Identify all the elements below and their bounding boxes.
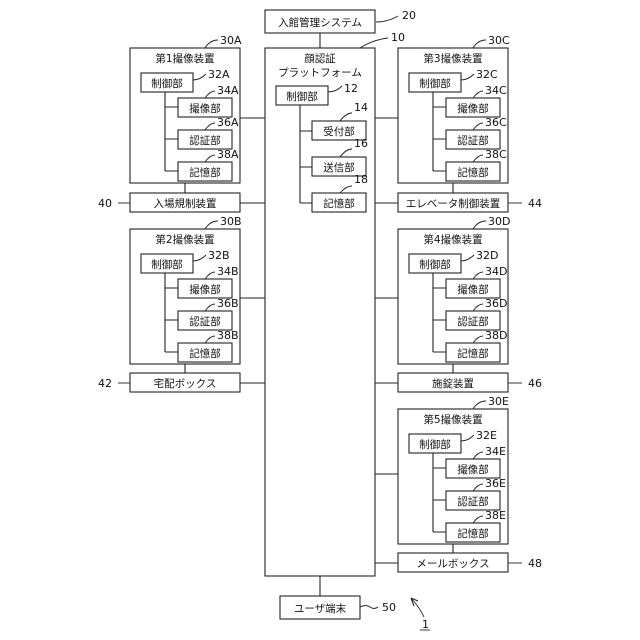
platform-receive-unit-ref: 14 bbox=[354, 101, 368, 114]
elevator-control-device-ref: 44 bbox=[528, 197, 542, 210]
camera-e-ref: 30E bbox=[488, 395, 509, 408]
camera-c-imaging-ref: 34C bbox=[485, 84, 507, 97]
platform-title-line2: プラットフォーム bbox=[278, 67, 362, 79]
camera-d: 第4撮像装置 30D 制御部 32D 撮像部 34D 認証部 36D 記憶部 3… bbox=[398, 215, 510, 364]
camera-d-control-label: 制御部 bbox=[419, 258, 451, 271]
camera-a-auth-ref: 36A bbox=[217, 116, 239, 129]
camera-e-imaging-ref: 34E bbox=[485, 445, 506, 458]
lock-device-label: 施錠装置 bbox=[432, 377, 474, 390]
camera-c-storage-ref: 38C bbox=[485, 148, 507, 161]
camera-a-control-ref: 32A bbox=[208, 68, 230, 81]
camera-e-storage-ref: 38E bbox=[485, 509, 506, 522]
system-ref: 20 bbox=[402, 9, 416, 22]
camera-e-control-label: 制御部 bbox=[419, 438, 451, 451]
camera-a-control-label: 制御部 bbox=[151, 77, 183, 90]
camera-b-ref-leader bbox=[205, 221, 218, 229]
camera-b-control-label: 制御部 bbox=[151, 258, 183, 271]
platform-storage-unit-ref: 18 bbox=[354, 173, 368, 186]
camera-e-title: 第5撮像装置 bbox=[423, 413, 482, 426]
camera-a-imaging-ref: 34A bbox=[217, 84, 239, 97]
mailbox-device-label: メールボックス bbox=[416, 558, 489, 570]
camera-c-auth-label: 認証部 bbox=[457, 134, 489, 147]
camera-b-control-ref: 32B bbox=[208, 249, 230, 262]
elevator-control-device-label: エレベータ制御装置 bbox=[406, 197, 501, 210]
camera-b-auth-label: 認証部 bbox=[189, 315, 221, 328]
camera-d-storage-ref: 38D bbox=[485, 329, 507, 342]
camera-e-storage-label: 記憶部 bbox=[457, 527, 489, 540]
platform-send-unit-label: 送信部 bbox=[323, 161, 355, 174]
entry-control-device-ref: 40 bbox=[98, 197, 112, 210]
camera-b-auth-ref: 36B bbox=[217, 297, 239, 310]
camera-c: 第3撮像装置 30C 制御部 32C 撮像部 34C 認証部 36C 記憶部 3… bbox=[398, 34, 510, 183]
camera-b-imaging-ref: 34B bbox=[217, 265, 239, 278]
user-terminal-ref: 50 bbox=[382, 601, 396, 614]
camera-d-imaging-ref: 34D bbox=[485, 265, 507, 278]
figure-ref: 1 bbox=[422, 618, 429, 631]
camera-d-ref-leader bbox=[473, 221, 486, 229]
camera-c-control-ref: 32C bbox=[476, 68, 498, 81]
camera-c-title: 第3撮像装置 bbox=[423, 52, 482, 65]
camera-a-storage-label: 記憶部 bbox=[189, 166, 221, 179]
camera-e: 第5撮像装置 30E 制御部 32E 撮像部 34E 認証部 36E 記憶部 3… bbox=[398, 395, 509, 544]
camera-e-auth-label: 認証部 bbox=[457, 495, 489, 508]
user-terminal-label: ユーザ端末 bbox=[294, 602, 347, 615]
platform-control-ref: 12 bbox=[344, 82, 358, 95]
delivery-box-device-ref: 42 bbox=[98, 377, 112, 390]
camera-a-title: 第1撮像装置 bbox=[155, 52, 214, 65]
camera-a-auth-label: 認証部 bbox=[189, 134, 221, 147]
platform-ref: 10 bbox=[391, 31, 405, 44]
camera-b-ref: 30B bbox=[220, 215, 242, 228]
camera-a-ref-leader bbox=[205, 40, 218, 48]
camera-c-auth-ref: 36C bbox=[485, 116, 507, 129]
delivery-box-device-label: 宅配ボックス bbox=[154, 377, 217, 390]
camera-d-imaging-label: 撮像部 bbox=[457, 283, 489, 296]
camera-a-imaging-label: 撮像部 bbox=[189, 102, 221, 115]
camera-a-ref: 30A bbox=[220, 34, 242, 47]
camera-d-control-ref: 32D bbox=[476, 249, 498, 262]
camera-c-imaging-label: 撮像部 bbox=[457, 102, 489, 115]
camera-b-imaging-label: 撮像部 bbox=[189, 283, 221, 296]
camera-d-auth-ref: 36D bbox=[485, 297, 507, 310]
camera-e-imaging-label: 撮像部 bbox=[457, 463, 489, 476]
camera-e-auth-ref: 36E bbox=[485, 477, 506, 490]
platform-send-unit-ref: 16 bbox=[354, 137, 368, 150]
camera-c-storage-label: 記憶部 bbox=[457, 166, 489, 179]
mailbox-device-ref: 48 bbox=[528, 557, 542, 570]
platform-storage-unit-label: 記憶部 bbox=[323, 197, 355, 210]
platform-receive-unit-label: 受付部 bbox=[323, 125, 355, 138]
platform-ref-leader bbox=[360, 38, 388, 48]
camera-c-ref-leader bbox=[473, 40, 486, 48]
camera-d-storage-label: 記憶部 bbox=[457, 347, 489, 360]
camera-d-auth-label: 認証部 bbox=[457, 315, 489, 328]
system-ref-leader bbox=[376, 16, 398, 22]
building-management-system-label: 入館管理システム bbox=[278, 16, 362, 29]
camera-b-title: 第2撮像装置 bbox=[155, 233, 214, 246]
user-terminal-ref-leader bbox=[360, 606, 378, 609]
camera-d-ref: 30D bbox=[488, 215, 510, 228]
camera-b: 第2撮像装置 30B 制御部 32B 撮像部 34B 認証部 36B 記憶部 3… bbox=[130, 215, 242, 364]
camera-c-ref: 30C bbox=[488, 34, 510, 47]
camera-e-ref-leader bbox=[473, 401, 486, 409]
platform-control-label: 制御部 bbox=[286, 90, 318, 103]
camera-e-control-ref: 32E bbox=[476, 429, 497, 442]
camera-a-storage-ref: 38A bbox=[217, 148, 239, 161]
camera-d-title: 第4撮像装置 bbox=[423, 233, 482, 246]
entry-control-device-label: 入場規制装置 bbox=[154, 197, 217, 210]
camera-a: 第1撮像装置 30A 制御部 32A 撮像部 34A 認証部 36A 記憶部 3… bbox=[130, 34, 242, 183]
camera-b-storage-ref: 38B bbox=[217, 329, 239, 342]
camera-b-storage-label: 記憶部 bbox=[189, 347, 221, 360]
platform-title-line1: 顔認証 bbox=[304, 52, 336, 65]
lock-device-ref: 46 bbox=[528, 377, 542, 390]
camera-c-control-label: 制御部 bbox=[419, 77, 451, 90]
